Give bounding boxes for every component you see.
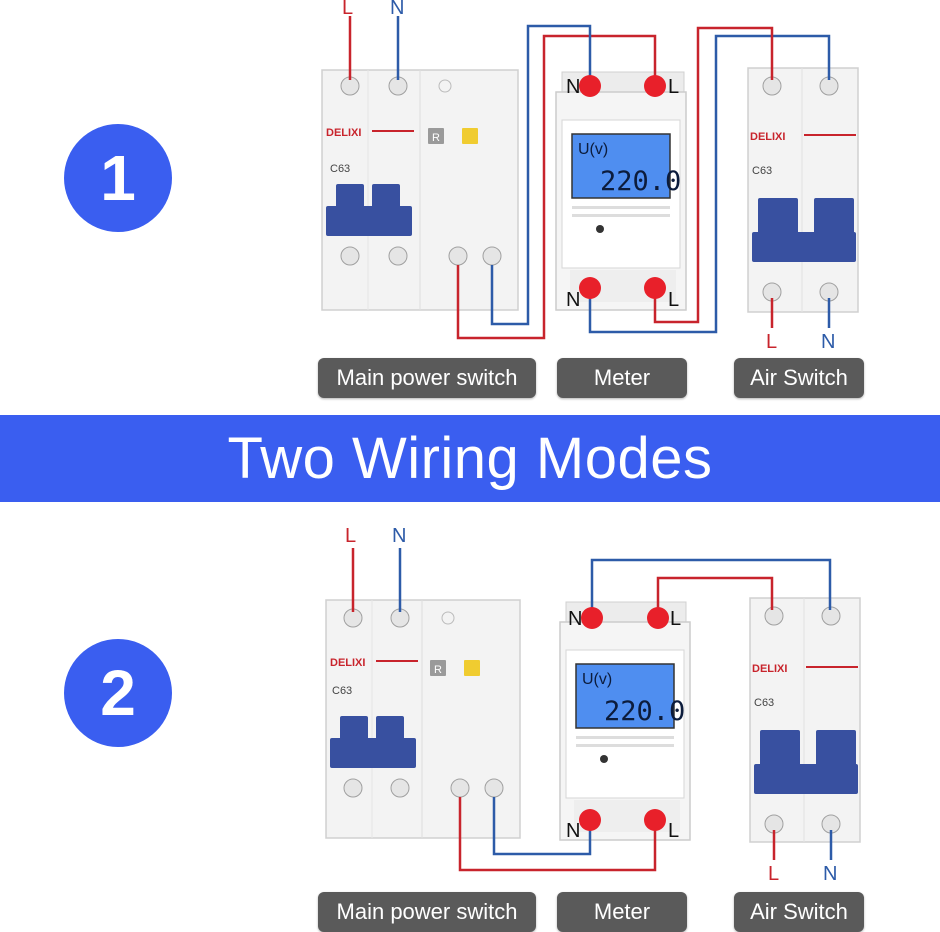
rating-label: C63 — [754, 697, 774, 709]
terminal-label: N — [821, 331, 835, 353]
lcd-value: 220.0 — [604, 696, 685, 727]
lcd-value: 220.0 — [600, 166, 681, 197]
energy-meter: U(v) 220.0 — [555, 71, 687, 311]
main-power-switch: DELIXI C63 R — [325, 599, 521, 839]
wiring-diagram-2: DELIXI C63 R U(v) 220.0 — [325, 525, 861, 885]
rating-label: C63 — [330, 163, 350, 175]
label-air-switch: Air Switch — [734, 892, 864, 932]
label-air-switch: Air Switch — [734, 358, 864, 398]
label-main-power-switch: Main power switch — [318, 892, 536, 932]
terminal-label: L — [668, 76, 679, 98]
terminal-label: L — [768, 863, 779, 885]
wires — [348, 16, 831, 340]
terminal-label: N — [566, 289, 580, 311]
terminal-label: N — [390, 0, 404, 19]
brand-label: DELIXI — [752, 663, 787, 675]
brand-label: DELIXI — [326, 127, 361, 139]
terminal-label: L — [670, 608, 681, 630]
lcd-unit: U(v) — [578, 141, 608, 158]
test-button-label: R — [432, 132, 440, 144]
meter-terminal-dot — [581, 607, 603, 629]
meter-terminal-dot — [644, 75, 666, 97]
mode-number: 2 — [100, 657, 136, 729]
meter-terminal-dot — [579, 809, 601, 831]
terminal-label: L — [342, 0, 353, 19]
mode-number-badge: 1 — [64, 124, 172, 232]
energy-meter: U(v) 220.0 — [559, 601, 691, 841]
terminal-label: N — [392, 525, 406, 547]
lcd-unit: U(v) — [582, 671, 612, 688]
meter-terminal-dot — [644, 809, 666, 831]
terminal-label: N — [568, 608, 582, 630]
wiring-mode-1: 1 DELIXI C63 R — [0, 0, 940, 415]
banner-title: Two Wiring Modes — [0, 415, 940, 502]
label-meter: Meter — [557, 358, 687, 398]
mode-number-badge: 2 — [64, 639, 172, 747]
terminal-label: L — [766, 331, 777, 353]
label-main-power-switch: Main power switch — [318, 358, 536, 398]
air-switch: DELIXI C63 — [749, 597, 861, 843]
mode-number: 1 — [100, 142, 136, 214]
rating-label: C63 — [752, 165, 772, 177]
brand-label: DELIXI — [330, 657, 365, 669]
terminal-label: L — [668, 289, 679, 311]
wiring-mode-2: 2 DELIXI C63 R — [0, 502, 940, 932]
wires — [351, 548, 833, 872]
meter-terminal-dot — [644, 277, 666, 299]
air-switch: DELIXI C63 — [747, 67, 859, 313]
label-meter: Meter — [557, 892, 687, 932]
meter-terminal-dot — [647, 607, 669, 629]
rating-label: C63 — [332, 685, 352, 697]
wiring-diagram-1: DELIXI C63 R U(v) 220.0 — [321, 0, 859, 353]
terminal-label: N — [823, 863, 837, 885]
terminal-label: N — [566, 820, 580, 842]
meter-terminal-dot — [579, 277, 601, 299]
main-power-switch: DELIXI C63 R — [321, 69, 519, 311]
meter-terminal-dot — [579, 75, 601, 97]
terminal-label: L — [668, 820, 679, 842]
terminal-label: L — [345, 525, 356, 547]
brand-label: DELIXI — [750, 131, 785, 143]
test-button-label: R — [434, 664, 442, 676]
terminal-label: N — [566, 76, 580, 98]
